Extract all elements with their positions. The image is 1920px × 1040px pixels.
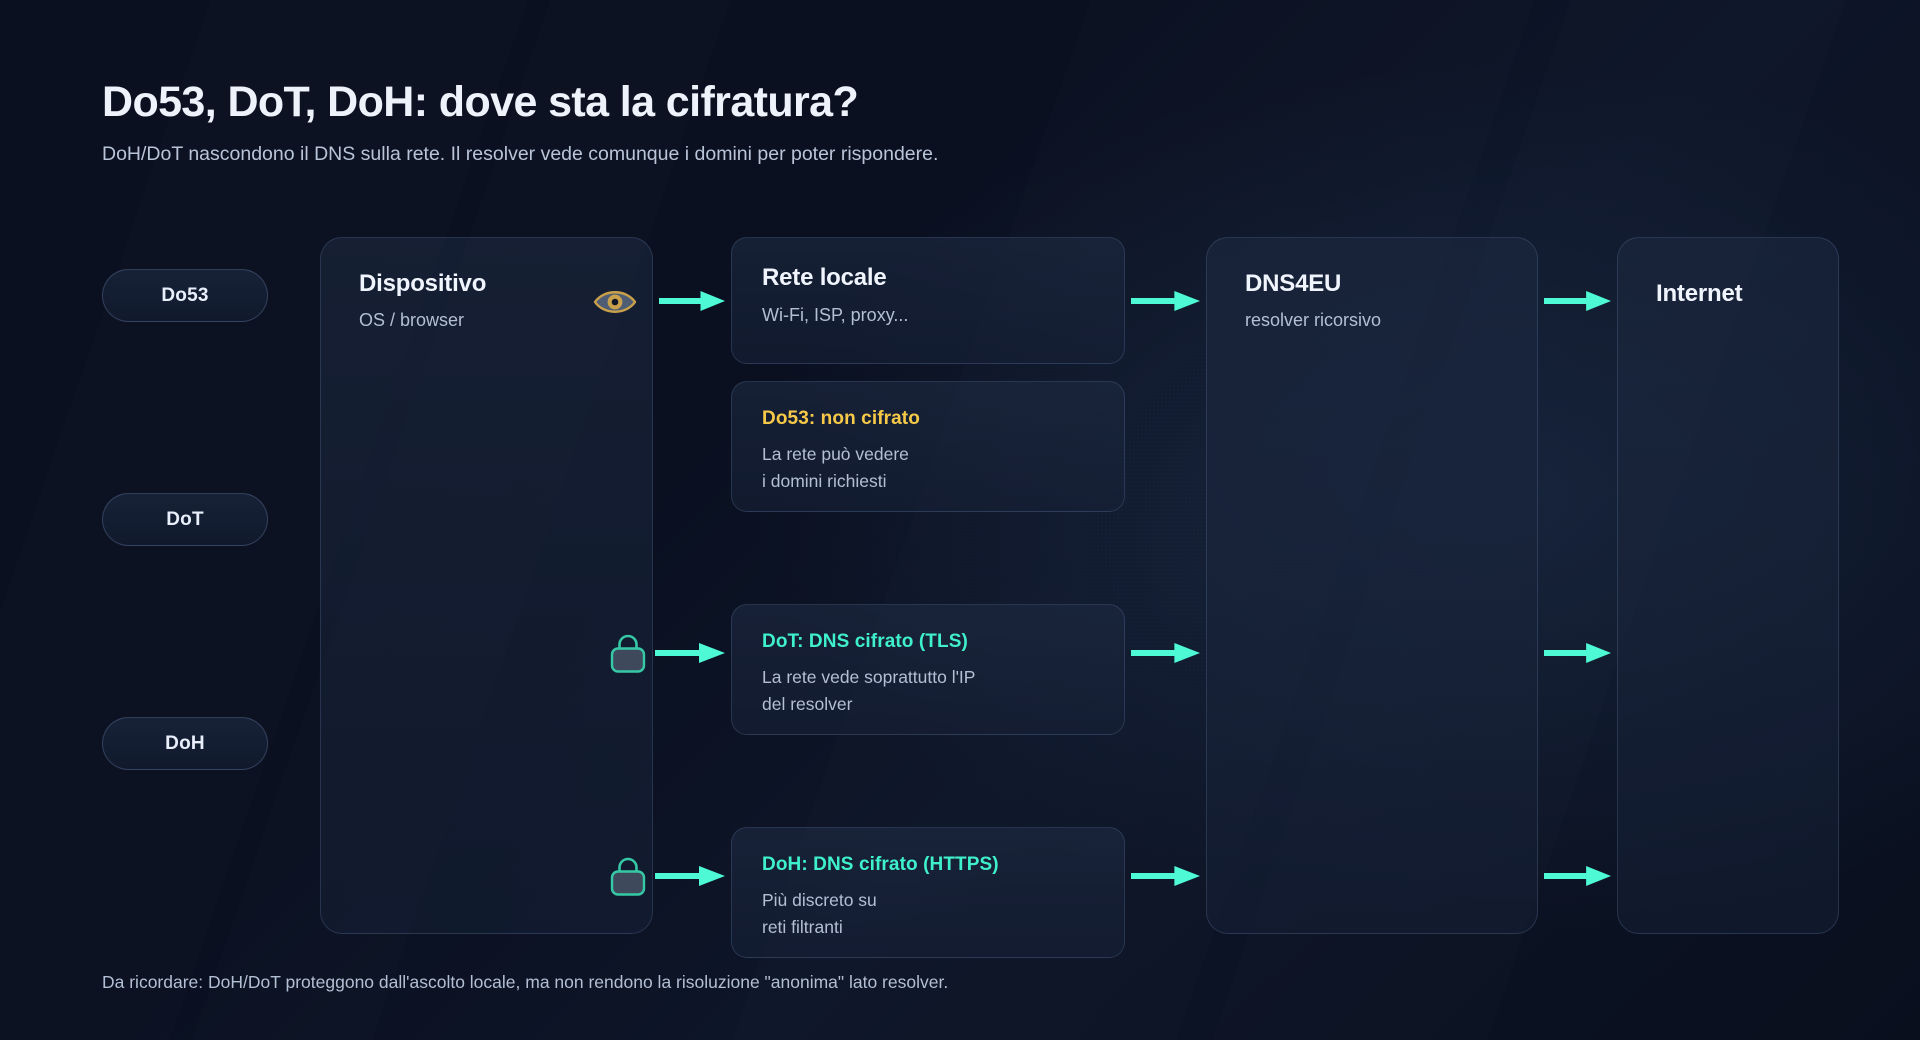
column-internet: Internet: [1617, 237, 1839, 934]
column-resolver-header: DNS4EU resolver ricorsivo: [1245, 270, 1381, 331]
lane-pill-label: DoT: [166, 508, 204, 530]
flow-arrow-device-to-dot: [655, 643, 725, 663]
column-resolver: DNS4EU resolver ricorsivo: [1206, 237, 1538, 934]
node-dot-line: del resolver: [762, 693, 853, 714]
lock-icon: [610, 857, 646, 896]
node-do53-body: La rete può vedere i domini richiesti: [762, 441, 1094, 494]
column-device-subtitle: OS / browser: [359, 310, 465, 330]
node-dot-line: La rete vede soprattutto l'IP: [762, 667, 976, 687]
node-do53-title: Do53: non cifrato: [762, 408, 920, 429]
node-dot-body: La rete vede soprattutto l'IP del resolv…: [762, 664, 1094, 717]
node-do53-line: La rete può vedere: [762, 444, 909, 464]
node-local-network: Rete locale Wi-Fi, ISP, proxy...: [731, 237, 1125, 364]
node-local-network-title: Rete locale: [762, 264, 887, 291]
lane-pill-doh[interactable]: DoH: [102, 717, 268, 770]
node-doh: DoH: DNS cifrato (HTTPS) Più discreto su…: [731, 827, 1125, 958]
flow-arrow-dot-to-resolver: [1131, 643, 1200, 663]
lane-pill-do53[interactable]: Do53: [102, 269, 268, 322]
column-internet-title: Internet: [1656, 280, 1743, 307]
flow-arrow-lan-to-resolver: [1131, 291, 1200, 311]
column-device-title: Dispositivo: [359, 270, 487, 297]
column-internet-header: Internet: [1656, 280, 1743, 308]
node-doh-line: reti filtranti: [762, 916, 843, 937]
lock-icon: [610, 634, 646, 673]
flow-arrow-resolver-to-internet: [1544, 291, 1611, 311]
flow-arrow-device-to-lan: [659, 291, 725, 311]
footnote: Da ricordare: DoH/DoT proteggono dall'as…: [102, 972, 949, 992]
flow-arrow-resolver-to-internet-dot: [1544, 643, 1611, 663]
lane-pill-dot[interactable]: DoT: [102, 493, 268, 546]
flow-arrow-device-to-doh: [655, 866, 725, 886]
flow-arrow-doh-to-resolver: [1131, 866, 1200, 886]
flow-arrow-resolver-to-internet-doh: [1544, 866, 1611, 886]
node-do53-line: i domini richiesti: [762, 470, 887, 491]
node-do53: Do53: non cifrato La rete può vedere i d…: [731, 381, 1125, 512]
column-resolver-title: DNS4EU: [1245, 270, 1342, 297]
header: Do53, DoT, DoH: dove sta la cifratura? D…: [102, 78, 1502, 166]
node-doh-line: Più discreto su: [762, 890, 877, 910]
node-doh-title: DoH: DNS cifrato (HTTPS): [762, 854, 999, 875]
node-local-network-subtitle: Wi-Fi, ISP, proxy...: [762, 305, 909, 325]
node-dot-title: DoT: DNS cifrato (TLS): [762, 631, 968, 652]
eye-icon: [593, 291, 637, 313]
node-doh-body: Più discreto su reti filtranti: [762, 887, 1094, 940]
column-resolver-subtitle: resolver ricorsivo: [1245, 310, 1382, 330]
page-subtitle: DoH/DoT nascondono il DNS sulla rete. Il…: [102, 143, 939, 165]
column-device-header: Dispositivo OS / browser: [359, 270, 486, 331]
lane-pill-label: Do53: [161, 284, 209, 306]
page-title: Do53, DoT, DoH: dove sta la cifratura?: [102, 78, 859, 126]
column-device: Dispositivo OS / browser: [320, 237, 653, 934]
lane-pill-label: DoH: [165, 732, 205, 754]
node-dot: DoT: DNS cifrato (TLS) La rete vede sopr…: [731, 604, 1125, 735]
